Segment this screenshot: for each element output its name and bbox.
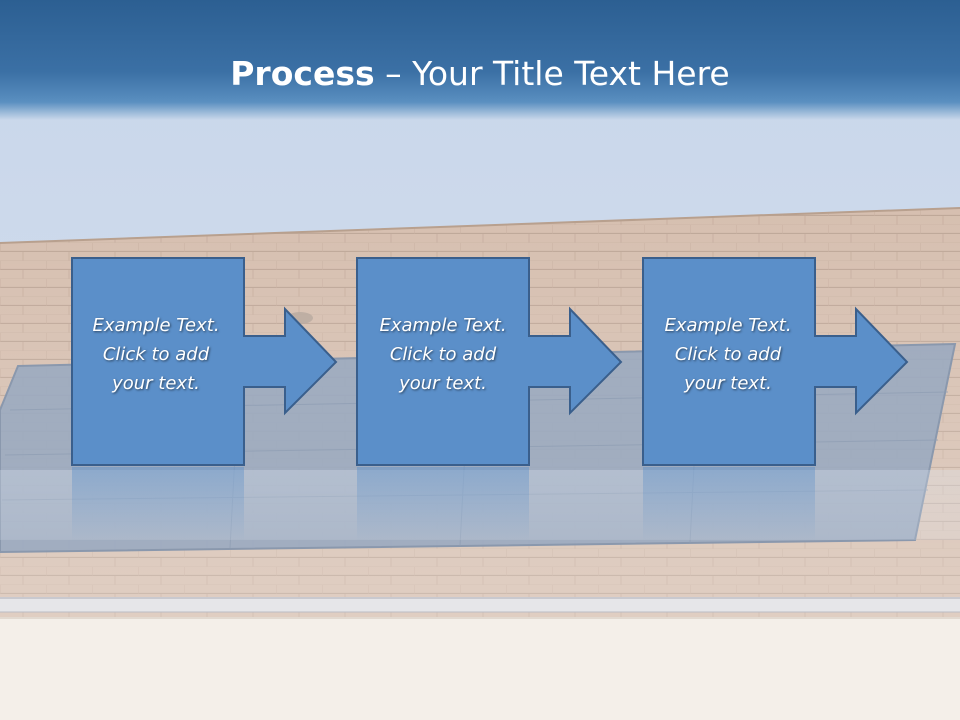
step-3-line-3: your text. — [684, 373, 772, 394]
title-bold: Process — [230, 54, 375, 93]
step-1-line-2: Click to add — [102, 344, 210, 365]
process-step-2-text[interactable]: Example Text. Click to add your text. — [359, 311, 527, 398]
step-2-line-2: Click to add — [389, 344, 497, 365]
step-2-line-3: your text. — [399, 373, 487, 394]
slide-title[interactable]: Process – Your Title Text Here — [0, 52, 960, 96]
step-1-line-1: Example Text. — [92, 315, 220, 336]
step-1-line-3: your text. — [112, 373, 200, 394]
process-step-3-shape[interactable] — [636, 252, 926, 542]
process-step-2-shape[interactable] — [350, 252, 640, 542]
step-3-line-1: Example Text. — [664, 315, 792, 336]
process-step-1-shape[interactable] — [65, 252, 355, 542]
process-step-1-text[interactable]: Example Text. Click to add your text. — [72, 311, 240, 398]
title-rest: – Your Title Text Here — [374, 54, 730, 93]
process-step-3-text[interactable]: Example Text. Click to add your text. — [644, 311, 812, 398]
step-3-line-2: Click to add — [674, 344, 782, 365]
step-2-line-1: Example Text. — [379, 315, 507, 336]
title-bar — [0, 0, 960, 120]
